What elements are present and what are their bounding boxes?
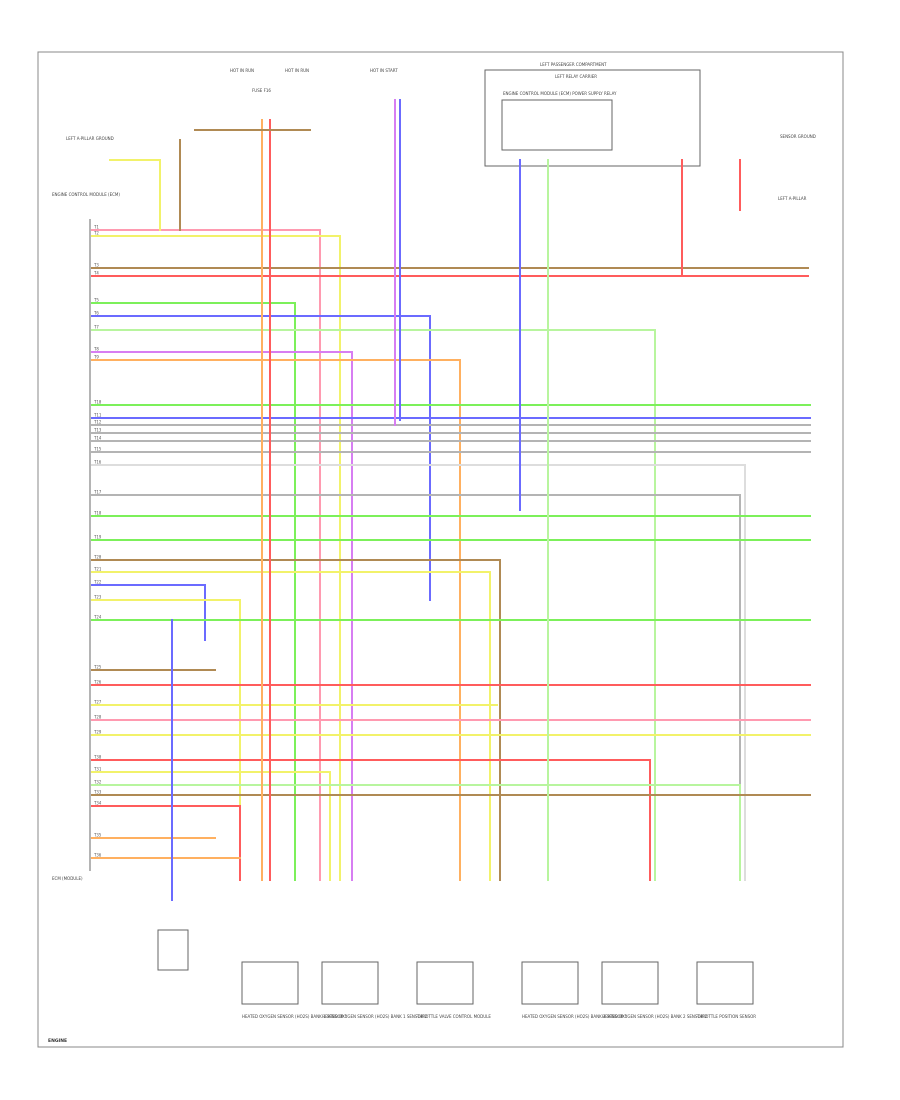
pin-label: T29	[94, 730, 102, 735]
component-group: HEATED OXYGEN SENSOR (HO2S) BANK 1 SENSO…	[157, 929, 756, 1019]
sensor-connector	[416, 961, 474, 1005]
pin-label: T1	[94, 225, 99, 230]
sensor-connector	[696, 961, 754, 1005]
pin-label: T36	[94, 853, 102, 858]
ecm-title-label: ENGINE CONTROL MODULE (ECM)	[52, 192, 120, 197]
pin-label: T5	[94, 298, 99, 303]
relay-inner	[501, 99, 613, 151]
pin-label: T13	[94, 428, 102, 433]
hot-run-label-1: HOT IN RUN	[230, 68, 254, 73]
pin-label: T19	[94, 535, 102, 540]
pin-label: T21	[94, 567, 102, 572]
pin-label: T7	[94, 325, 99, 330]
left-ground-label: LEFT A-PILLAR GROUND	[66, 136, 114, 141]
wire-1	[89, 229, 321, 881]
wire-9	[89, 359, 461, 881]
relay-box-label-2: LEFT RELAY CARRIER	[555, 74, 597, 79]
pin-label: T18	[94, 511, 102, 516]
ecm-module-box	[157, 929, 189, 971]
pin-label: T33	[94, 790, 102, 795]
pin-label: T25	[94, 665, 102, 670]
wire-20	[89, 559, 501, 881]
left-a-pillar-label: LEFT A-PILLAR	[778, 196, 807, 201]
wire-34	[89, 805, 241, 881]
wire-group	[89, 99, 811, 901]
pin-label: T34	[94, 801, 102, 806]
wire-23	[89, 599, 241, 881]
pin-label: T32	[94, 780, 102, 785]
pin-label: T4	[94, 271, 99, 276]
fuse-label: FUSE F16	[252, 88, 271, 93]
connector-caption: HEATED OXYGEN SENSOR (HO2S) BANK 2 SENSO…	[602, 1014, 708, 1019]
pin-label: T35	[94, 833, 102, 838]
pin-label: T11	[94, 413, 102, 418]
sensor-ground-label: SENSOR GROUND	[780, 134, 816, 139]
connector-caption: HEATED OXYGEN SENSOR (HO2S) BANK 1 SENSO…	[242, 1014, 348, 1019]
relay-box-label: LEFT PASSENGER COMPARTMENT	[540, 62, 607, 67]
hot-run-label-2: HOT IN RUN	[285, 68, 309, 73]
pin-label: T23	[94, 595, 102, 600]
pin-label: T2	[94, 231, 99, 236]
connector-caption: HEATED OXYGEN SENSOR (HO2S) BANK 1 SENSO…	[322, 1014, 428, 1019]
pin-label: T24	[94, 615, 102, 620]
pin-label: T17	[94, 490, 102, 495]
pin-label: T20	[94, 555, 102, 560]
pin-label: T12	[94, 420, 102, 425]
sensor-connector	[601, 961, 659, 1005]
wire-32	[89, 784, 741, 881]
wire-17	[89, 494, 741, 881]
connector-caption: HEATED OXYGEN SENSOR (HO2S) BANK 2 SENSO…	[522, 1014, 628, 1019]
pin-label: T30	[94, 755, 102, 760]
connector-caption: THROTTLE POSITION SENSOR	[696, 1014, 756, 1019]
wire-7	[89, 329, 656, 881]
pin-label: T31	[94, 767, 102, 772]
pin-label: T22	[94, 580, 102, 585]
sensor-connector	[241, 961, 299, 1005]
connector-caption: THROTTLE VALVE CONTROL MODULE	[416, 1014, 491, 1019]
pin-label: T14	[94, 436, 102, 441]
pin-label: T9	[94, 355, 99, 360]
diagram-frame	[37, 51, 844, 1048]
pin-label: T27	[94, 700, 102, 705]
hot-start-label: HOT IN START	[370, 68, 398, 73]
pin-label: T15	[94, 447, 102, 452]
wire-5	[89, 302, 296, 881]
wire-30	[89, 759, 651, 881]
pin-label: T10	[94, 400, 102, 405]
pin-label: T16	[94, 460, 102, 465]
pin-label: T26	[94, 680, 102, 685]
wire-22	[89, 584, 206, 641]
wire-31	[89, 771, 331, 881]
wire-8	[89, 351, 353, 881]
pin-label-group: T1T2T3T4T5T6T7T8T9T10T11T12T13T14T15T16T…	[94, 225, 102, 858]
pin-label: T8	[94, 347, 99, 352]
pin-label: T28	[94, 715, 102, 720]
pin-label: T3	[94, 263, 99, 268]
module-label: ECM (MODULE)	[52, 876, 83, 881]
relay-box	[484, 69, 701, 167]
sensor-connector	[521, 961, 579, 1005]
wire-21	[89, 571, 491, 881]
footer-label: ENGINE	[48, 1038, 67, 1044]
sensor-connector	[321, 961, 379, 1005]
relay-name-label: ENGINE CONTROL MODULE (ECM) POWER SUPPLY…	[503, 91, 617, 96]
wire-2	[89, 235, 341, 881]
wire-16	[89, 464, 746, 881]
pin-label: T6	[94, 311, 99, 316]
wire-6	[89, 315, 431, 601]
